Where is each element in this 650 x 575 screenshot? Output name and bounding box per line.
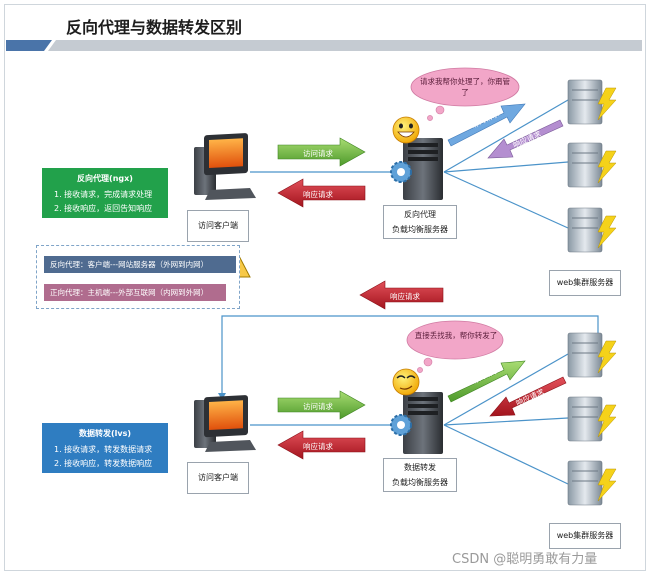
response-arrow-top bbox=[277, 178, 366, 208]
link-web1-top bbox=[443, 99, 569, 173]
data-forward-info-box: 数据转发(lvs) 1. 接收请求，转发数据请求 2. 接收响应，转发数据响应 bbox=[42, 423, 168, 473]
proxy-label-line: 负载均衡服务器 bbox=[392, 225, 448, 234]
web-server-icon bbox=[567, 332, 617, 378]
request-label-bottom: 访问请求 bbox=[303, 402, 333, 411]
info-box-heading: 数据转发(lvs) bbox=[78, 429, 132, 438]
title-bar bbox=[6, 40, 642, 51]
request-arrow-bottom bbox=[277, 390, 366, 420]
client-label-bottom: 访问客户端 bbox=[187, 462, 249, 494]
web-server-icon bbox=[567, 460, 617, 506]
request-arrow-top bbox=[277, 137, 366, 167]
forward-label-line: 数据转发 bbox=[404, 463, 436, 472]
diag-response-arrow-top bbox=[487, 119, 564, 159]
reverse-proxy-note: 反向代理：客户端---网站服务器（外网到内网） bbox=[44, 256, 236, 273]
web-cluster-label-bottom: web集群服务器 bbox=[549, 523, 621, 549]
return-response-label: 响应请求 bbox=[390, 292, 420, 301]
web-cluster-label-top: web集群服务器 bbox=[549, 270, 621, 296]
speech-bubble-top bbox=[410, 67, 520, 121]
request-label-top: 访问请求 bbox=[303, 149, 333, 158]
proxy-label: 反向代理 负载均衡服务器 bbox=[383, 205, 457, 239]
forward-label: 数据转发 负载均衡服务器 bbox=[383, 458, 457, 492]
smug-face-icon bbox=[392, 368, 420, 396]
grinning-face-icon bbox=[392, 116, 420, 144]
info-box-heading: 反向代理(ngx) bbox=[77, 174, 133, 183]
client-label-top: 访问客户端 bbox=[187, 210, 249, 242]
diag-request-arrow-top bbox=[447, 103, 526, 147]
diag-request-arrow-bottom bbox=[447, 360, 526, 403]
gear-icon bbox=[390, 161, 412, 183]
web-server-icon bbox=[567, 79, 617, 125]
proxy-label-line: 反向代理 bbox=[404, 210, 436, 219]
response-label-bottom: 响应请求 bbox=[303, 442, 333, 451]
info-box-line: 2. 接收响应，返回告知响应 bbox=[54, 204, 153, 213]
info-box-line: 1. 接收请求，转发数据请求 bbox=[54, 445, 153, 454]
info-box-line: 1. 接收请求，完成请求处理 bbox=[54, 190, 153, 199]
link-web3-top bbox=[443, 171, 569, 229]
forward-server-icon bbox=[403, 392, 443, 454]
page-title: 反向代理与数据转发区别 bbox=[66, 18, 243, 37]
reverse-proxy-info-box: 反向代理(ngx) 1. 接收请求，完成请求处理 2. 接收响应，返回告知响应 bbox=[42, 168, 168, 218]
info-box-line: 2. 接收响应，转发数据响应 bbox=[54, 459, 153, 468]
return-path-line bbox=[221, 315, 599, 393]
client-computer-icon bbox=[194, 133, 256, 200]
proxy-server-icon bbox=[403, 138, 443, 200]
diag-response-arrow-bottom bbox=[489, 376, 567, 417]
link-web2-top bbox=[443, 161, 569, 173]
web-server-icon bbox=[567, 396, 617, 442]
link-web1-bottom bbox=[443, 353, 569, 426]
forward-label-line: 负载均衡服务器 bbox=[392, 478, 448, 487]
speech-bubble-bottom bbox=[406, 320, 504, 373]
link-web3-bottom bbox=[443, 424, 569, 485]
bubble-text-top: 请求我帮你处理了，你甭管了 bbox=[420, 77, 510, 97]
client-computer-icon bbox=[194, 395, 256, 452]
gear-icon bbox=[390, 414, 412, 436]
link-web2-bottom bbox=[443, 417, 569, 426]
forward-proxy-note: 正向代理：主机端---外部互联网（内网到外网） bbox=[44, 284, 226, 301]
response-label-top: 响应请求 bbox=[303, 190, 333, 199]
web-server-icon bbox=[567, 207, 617, 253]
bubble-text-bottom: 直接丢找我，帮你转发了 bbox=[414, 331, 498, 340]
watermark: CSDN @聪明勇敢有力量 bbox=[452, 552, 598, 567]
return-response-arrow bbox=[359, 280, 444, 310]
response-arrow-bottom bbox=[277, 430, 366, 460]
web-server-icon bbox=[567, 142, 617, 188]
